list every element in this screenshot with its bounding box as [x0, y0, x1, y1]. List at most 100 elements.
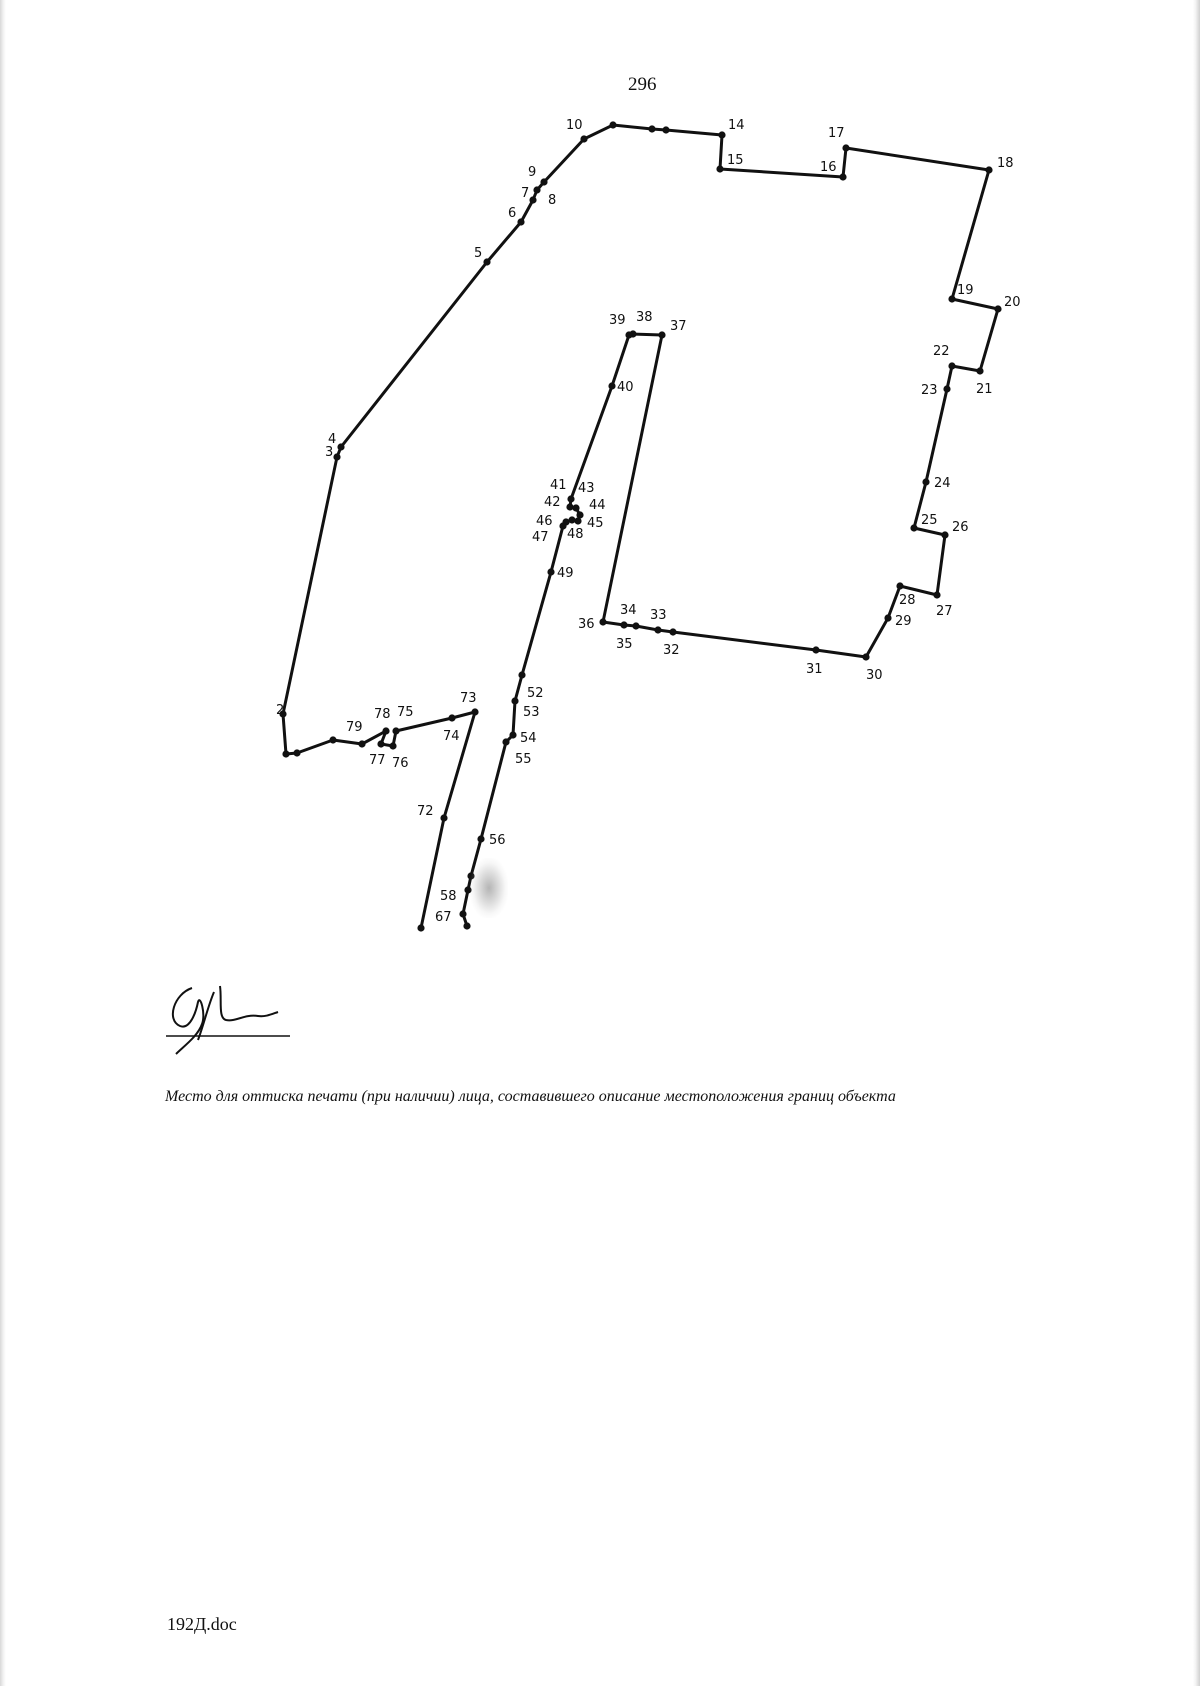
point-label-2: 2 — [276, 703, 284, 718]
boundary-point — [567, 495, 575, 503]
point-label-25: 25 — [921, 513, 938, 528]
boundary-point — [609, 121, 617, 129]
boundary-point — [377, 740, 385, 748]
boundary-point — [718, 131, 726, 139]
boundary-point — [517, 218, 525, 226]
boundary-point — [329, 736, 337, 744]
boundary-point — [599, 618, 607, 626]
point-label-77: 77 — [369, 753, 386, 768]
boundary-point — [933, 591, 941, 599]
boundary-point — [417, 924, 425, 932]
page-number: 296 — [628, 74, 657, 95]
boundary-point — [994, 305, 1002, 313]
point-label-15: 15 — [727, 153, 744, 168]
point-label-53: 53 — [523, 705, 540, 720]
point-label-39: 39 — [609, 313, 626, 328]
boundary-point — [559, 522, 567, 530]
boundary-point — [459, 910, 467, 918]
point-label-7: 7 — [521, 186, 529, 201]
point-label-48: 48 — [567, 527, 584, 542]
boundary-point — [511, 697, 519, 705]
boundary-line — [281, 123, 1000, 928]
point-label-14: 14 — [728, 118, 745, 133]
boundary-point — [948, 362, 956, 370]
point-label-29: 29 — [895, 614, 912, 629]
boundary-point — [574, 517, 582, 525]
point-label-10: 10 — [566, 118, 583, 133]
point-label-73: 73 — [460, 691, 477, 706]
boundary-point — [625, 331, 633, 339]
boundary-point — [509, 731, 517, 739]
boundary-point — [566, 503, 574, 511]
point-label-56: 56 — [489, 833, 506, 848]
point-label-37: 37 — [670, 319, 687, 334]
boundary-point — [662, 126, 670, 134]
point-label-36: 36 — [578, 617, 595, 632]
point-label-16: 16 — [820, 160, 837, 175]
boundary-point — [389, 742, 397, 750]
point-label-31: 31 — [806, 662, 823, 677]
boundary-point — [922, 478, 930, 486]
point-label-19: 19 — [957, 283, 974, 298]
point-label-47: 47 — [532, 530, 549, 545]
point-label-4: 4 — [328, 432, 336, 447]
boundary-point — [533, 186, 541, 194]
point-label-78: 78 — [374, 707, 391, 722]
point-label-28: 28 — [899, 593, 916, 608]
point-label-21: 21 — [976, 382, 993, 397]
boundary-point — [547, 568, 555, 576]
boundary-point — [862, 653, 870, 661]
boundary-point — [502, 738, 510, 746]
point-label-54: 54 — [520, 731, 537, 746]
boundary-point — [463, 922, 471, 930]
boundary-point — [440, 814, 448, 822]
point-label-41: 41 — [550, 478, 567, 493]
boundary-point — [358, 740, 366, 748]
boundary-point — [540, 178, 548, 186]
boundary-point — [382, 727, 390, 735]
boundary-point — [337, 443, 345, 451]
point-label-34: 34 — [620, 603, 637, 618]
boundary-point — [648, 125, 656, 133]
boundary-point — [333, 453, 341, 461]
boundary-point — [839, 173, 847, 181]
scan-edge-left — [0, 0, 6, 1686]
point-label-26: 26 — [952, 520, 969, 535]
scan-smudge — [470, 858, 508, 918]
boundary-point — [632, 622, 640, 630]
boundary-point — [620, 621, 628, 629]
point-label-18: 18 — [997, 156, 1014, 171]
signature — [166, 985, 290, 1055]
boundary-point — [985, 166, 993, 174]
point-label-17: 17 — [828, 126, 845, 141]
point-label-40: 40 — [617, 380, 634, 395]
point-label-49: 49 — [557, 566, 574, 581]
boundary-point — [580, 135, 588, 143]
point-label-79: 79 — [346, 720, 363, 735]
point-label-8: 8 — [548, 193, 556, 208]
boundary-point — [279, 710, 287, 718]
point-label-24: 24 — [934, 476, 951, 491]
point-label-27: 27 — [936, 604, 953, 619]
boundary-point — [608, 382, 616, 390]
point-label-58: 58 — [440, 889, 457, 904]
boundary-point — [483, 258, 491, 266]
point-label-43: 43 — [578, 481, 595, 496]
point-label-33: 33 — [650, 608, 667, 623]
scan-edge-right — [1193, 0, 1200, 1686]
boundary-point — [976, 367, 984, 375]
footer-filename: 192Д.doc — [167, 1614, 237, 1634]
point-label-75: 75 — [397, 705, 414, 720]
boundary-point — [392, 727, 400, 735]
boundary-point — [529, 196, 537, 204]
boundary-point — [572, 504, 580, 512]
point-label-3: 3 — [325, 445, 333, 460]
point-label-6: 6 — [508, 206, 516, 221]
boundary-point — [654, 626, 662, 634]
boundary-point — [576, 511, 584, 519]
point-label-74: 74 — [443, 729, 460, 744]
point-label-44: 44 — [589, 498, 606, 513]
point-label-72: 72 — [417, 804, 434, 819]
boundary-point — [896, 582, 904, 590]
